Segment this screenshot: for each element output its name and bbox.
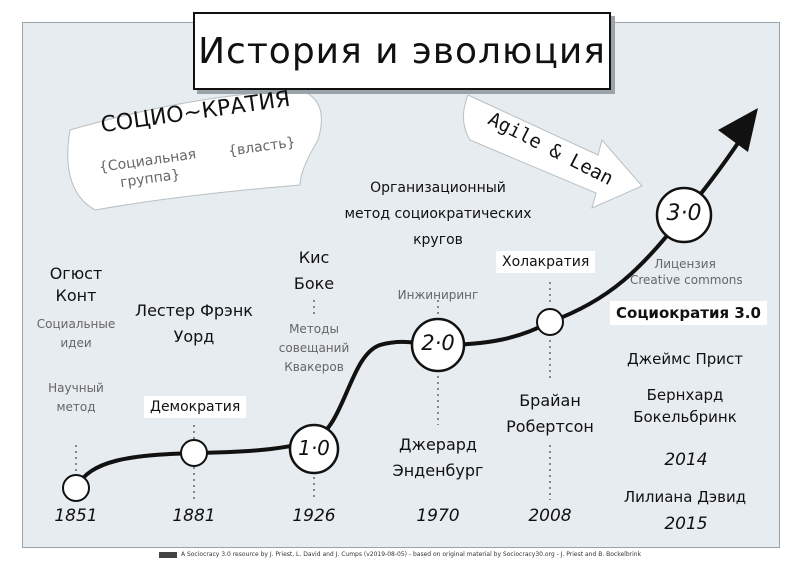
- democracy-label: Демократия: [144, 396, 247, 418]
- james-priest: Джеймс Прист: [626, 350, 744, 368]
- comte-line2: Конт: [55, 286, 97, 305]
- quaker-notes: Методы совещаний Квакеров: [270, 320, 358, 377]
- engineering-note: Инжиниринг: [397, 288, 479, 302]
- node-1-0-label: 1·0: [298, 436, 330, 460]
- scm-line3: кругов: [413, 232, 463, 248]
- year-2008: 2008: [528, 506, 572, 526]
- quaker-note1: Методы: [289, 322, 339, 336]
- quaker-note3: Квакеров: [284, 360, 344, 374]
- kees-boeke: Кис Боке: [284, 245, 344, 297]
- footer: A Sociocracy 3.0 resource by J. Priest, …: [0, 551, 800, 558]
- node-3-0-label: 3·0: [666, 201, 702, 226]
- scm-line1: Организационный: [370, 180, 506, 196]
- node-1851: [62, 474, 90, 502]
- year-1851: 1851: [54, 506, 98, 526]
- bernhard-bockelbrink: Бернхард Бокельбринк: [630, 384, 740, 428]
- comte-line1: Огюст: [49, 264, 103, 283]
- arrow-head: [718, 108, 758, 152]
- robertson-line1: Брайан: [519, 391, 581, 410]
- footer-text: A Sociocracy 3.0 resource by J. Priest, …: [180, 551, 642, 558]
- year-2014: 2014: [664, 450, 708, 470]
- year-2015: 2015: [664, 514, 708, 534]
- boeke-line1: Кис: [298, 248, 330, 267]
- robertson-line2: Робертсон: [506, 417, 594, 436]
- endenburg-line1: Джерард: [399, 435, 477, 454]
- agile-arrow-shape: [463, 94, 643, 209]
- bockelbrink-line2: Бокельбринк: [633, 408, 737, 426]
- bockelbrink-line1: Бернхард: [646, 386, 724, 404]
- year-1970: 1970: [416, 506, 460, 526]
- year-1881: 1881: [172, 506, 216, 526]
- endenburg-line2: Энденбург: [392, 461, 484, 480]
- node-2-0: [410, 317, 466, 373]
- license-line2: Creative commons: [630, 273, 743, 287]
- gerard-endenburg: Джерард Энденбург: [382, 432, 494, 484]
- license-line1: Лицензия: [654, 257, 716, 271]
- node-2008: [536, 308, 564, 336]
- cc-license-icon: [158, 551, 177, 558]
- comte-note2: идеи: [60, 336, 92, 350]
- comte-note3: Научный: [48, 381, 104, 395]
- quaker-note2: совещаний: [278, 341, 350, 355]
- comte-notes: Социальные идеи Научный метод: [30, 315, 122, 417]
- ward-line2: Уорд: [173, 327, 215, 346]
- year-1926: 1926: [292, 506, 336, 526]
- node-3-0: [655, 186, 713, 244]
- node-1-0: [288, 423, 340, 475]
- boeke-line2: Боке: [293, 274, 335, 293]
- sociocracy-banner-shape: [67, 89, 322, 211]
- auguste-comte: Огюст Конт: [36, 263, 116, 307]
- title-box: История и эволюция: [193, 12, 611, 90]
- comte-note1: Социальные: [36, 317, 116, 331]
- sociocracy-3-label: Социократия 3.0: [610, 301, 767, 325]
- node-1881: [180, 439, 208, 467]
- page-title: История и эволюция: [198, 30, 606, 72]
- node-2-0-label: 2·0: [421, 331, 455, 355]
- liliana-david: Лилиана Дэвид: [623, 488, 747, 506]
- holacracy-label: Холакратия: [496, 251, 596, 273]
- lester-ward: Лестер Фрэнк Уорд: [134, 298, 254, 350]
- ward-line1: Лестер Фрэнк: [135, 301, 253, 320]
- scm-line2: метод социократических: [344, 206, 532, 222]
- brian-robertson: Брайан Робертсон: [500, 388, 600, 440]
- sociocratic-circle-method: Организационный метод социократических к…: [328, 175, 548, 253]
- comte-note4: метод: [56, 400, 96, 414]
- cc-license-note: Лицензия Creative commons: [630, 256, 743, 288]
